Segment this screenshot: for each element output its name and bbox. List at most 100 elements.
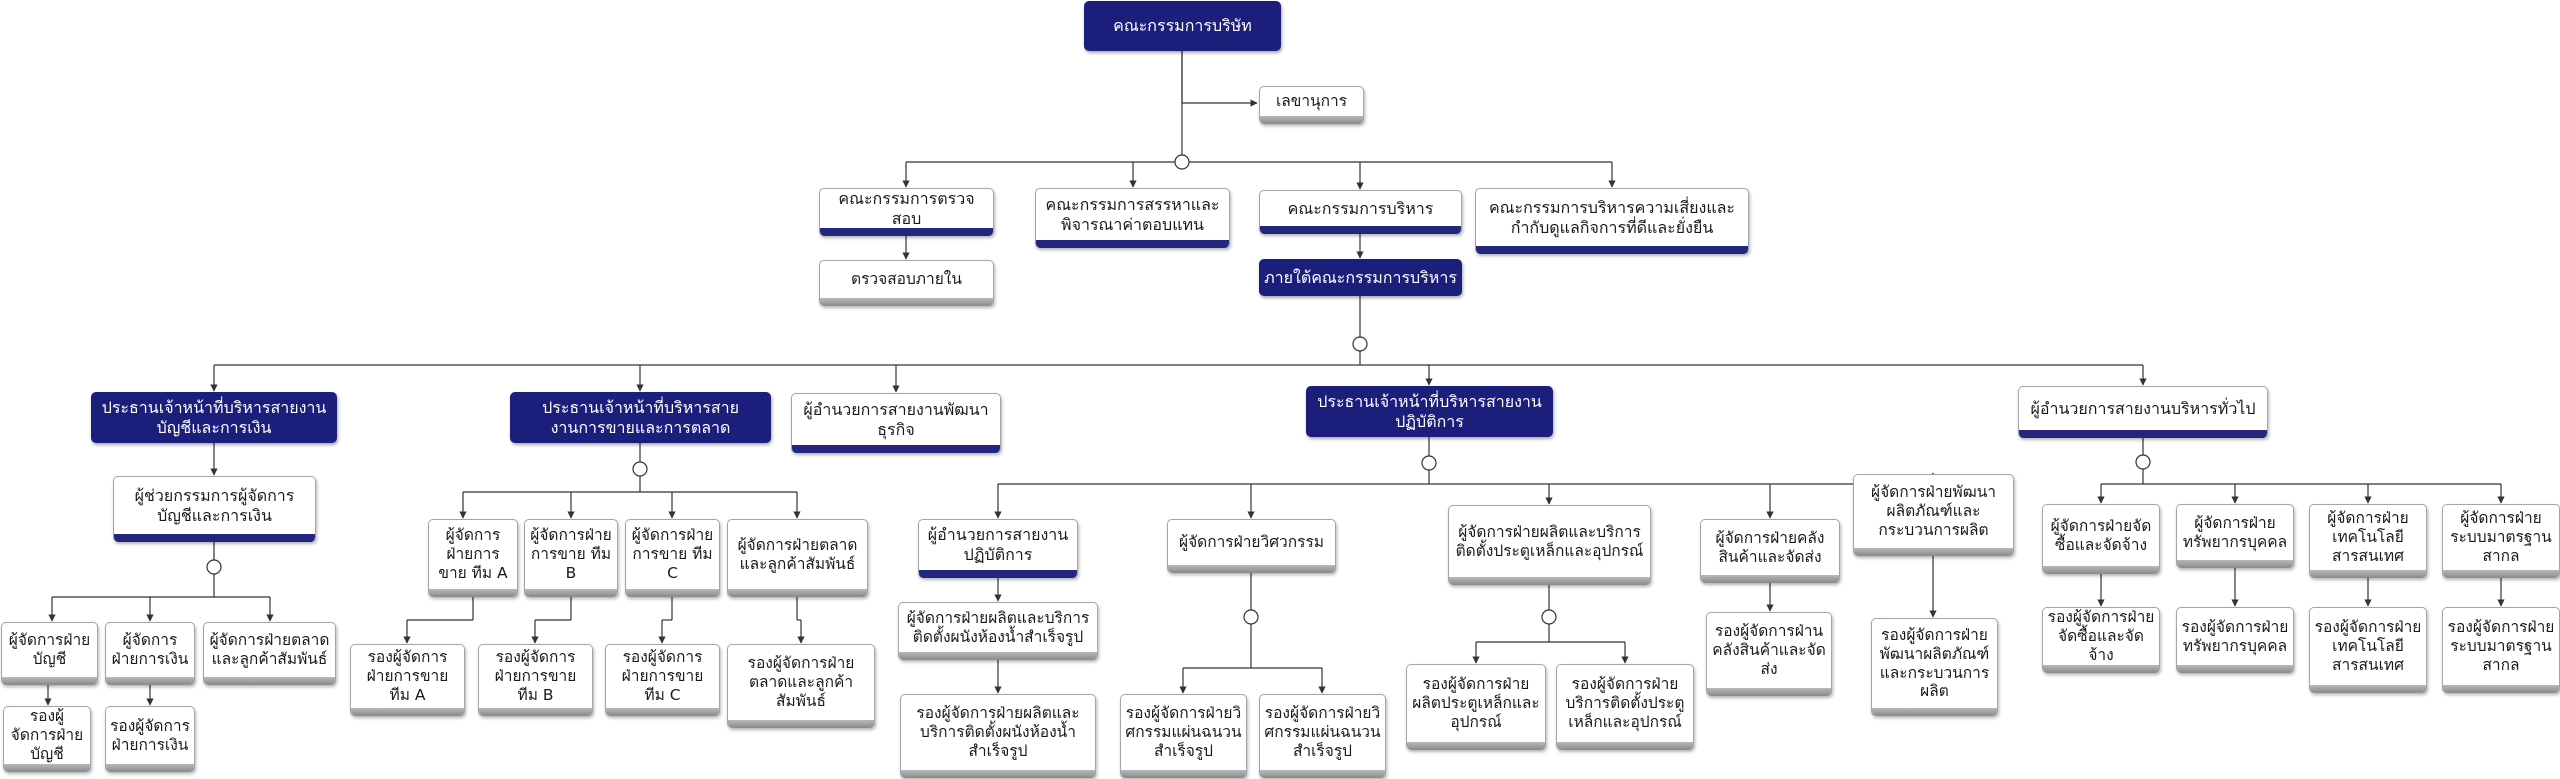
dep-steel-prod-box: รองผู้จัดการฝ่ายผลิตประตูเหล็กและอุปกรณ์ — [1406, 664, 1546, 750]
junction-circle — [206, 559, 222, 575]
risk-committee-label: คณะกรรมการบริหารความเสี่ยงและกำกับดูแลกิ… — [1488, 197, 1736, 237]
secretary-label: เลขานุการ — [1275, 92, 1348, 111]
risk-committee-box: คณะกรรมการบริหารความเสี่ยงและกำกับดูแลกิ… — [1475, 188, 1749, 254]
nomination-committee-box: คณะกรรมการสรรหาและพิจารณาค่าตอบแทน — [1035, 188, 1230, 248]
dep-acc-mgr-box: รองผู้จัดการฝ่ายบัญชี — [3, 706, 91, 772]
dep-sales-c-label: รองผู้จัดการฝ่ายการขาย ทีม C — [621, 648, 704, 704]
bd-director-box: ผู้อำนวยการสายงานพัฒนาธุรกิจ — [791, 393, 1001, 453]
dep-mkt-label: รองผู้จัดการฝ่ายตลาดและลูกค้าสัมพันธ์ — [747, 654, 855, 710]
executive-committee-label: คณะกรรมการบริหาร — [1287, 198, 1434, 218]
purchasing-mgr-box: ผู้จัดการฝ่ายจัดซื้อและจัดจ้าง — [2042, 504, 2160, 574]
admin-director-box: ผู้อำนวยการสายงานบริหารทั่วไป — [2018, 386, 2268, 438]
nomination-committee-label: คณะกรรมการสรรหาและพิจารณาค่าตอบแทน — [1045, 194, 1220, 234]
ops-director-label: ผู้อำนวยการสายงานปฏิบัติการ — [927, 525, 1069, 564]
dep-iso-label: รองผู้จัดการฝ่ายระบบมาตรฐานสากล — [2447, 618, 2555, 674]
internal-audit-box: ตรวจสอบภายใน — [819, 260, 994, 306]
it-mgr-box: ผู้จัดการฝ่ายเทคโนโลยีสารสนเทศ — [2309, 504, 2427, 578]
mkt-cust-mgr-2-label: ผู้จัดการฝ่ายตลาดและลูกค้าสัมพันธ์ — [737, 535, 858, 573]
dep-steel-prod-label: รองผู้จัดการฝ่ายผลิตประตูเหล็กและอุปกรณ์ — [1412, 675, 1540, 731]
dep-eng-2-label: รองผู้จัดการฝ่ายวิศกรรมแผ่นฉนวนสำเร็จรูป — [1264, 704, 1381, 760]
dep-fin-mgr-label: รองผู้จัดการฝ่ายการเงิน — [110, 716, 190, 754]
asst-acc-fin-box: ผู้ช่วยกรรมการผู้จัดการบัญชีและการเงิน — [113, 476, 316, 542]
dep-purchasing-label: รองผู้จัดการฝ่ายจัดซื้อและจัดจ้าง — [2047, 608, 2155, 664]
junction-circle — [632, 461, 648, 477]
dep-acc-mgr-label: รองผู้จัดการฝ่ายบัญชี — [10, 707, 84, 763]
admin-director-label: ผู้อำนวยการสายงานบริหารทั่วไป — [2030, 398, 2256, 418]
junction-circle — [1174, 154, 1190, 170]
ops-director-box: ผู้อำนวยการสายงานปฏิบัติการ — [918, 519, 1078, 578]
secretary-box: เลขานุการ — [1259, 86, 1364, 124]
mkt-cust-mgr-1-box: ผู้จัดการฝ่ายตลาดและลูกค้าสัมพันธ์ — [203, 622, 336, 685]
acc-mgr-label: ผู้จัดการฝ่ายบัญชี — [8, 631, 91, 668]
fin-mgr-label: ผู้จัดการฝ่ายการเงิน — [111, 631, 189, 668]
rnd-mgr-label: ผู้จัดการฝ่ายพัฒนาผลิตภัณฑ์และกระบวนการผ… — [1870, 483, 1997, 539]
cfo-box: ประธานเจ้าหน้าที่บริหารสายงานบัญชีและการ… — [91, 392, 337, 443]
dep-purchasing-box: รองผู้จัดการฝ่ายจัดซื้อและจัดจ้าง — [2042, 607, 2160, 673]
dep-sales-b-label: รองผู้จัดการฝ่ายการขาย ทีม B — [494, 648, 577, 704]
junction-circle — [1541, 609, 1557, 625]
steel-mgr-label: ผู้จัดการฝ่ายผลิตและบริการติดตั้งประตูเห… — [1455, 522, 1644, 560]
cso-label: ประธานเจ้าหน้าที่บริหารสายงานการขายและกา… — [542, 397, 739, 437]
bd-director-label: ผู้อำนวยการสายงานพัฒนาธุรกิจ — [803, 399, 989, 439]
rnd-mgr-box: ผู้จัดการฝ่ายพัฒนาผลิตภัณฑ์และกระบวนการผ… — [1853, 474, 2014, 556]
junction-circle — [1243, 609, 1259, 625]
dep-mkt-box: รองผู้จัดการฝ่ายตลาดและลูกค้าสัมพันธ์ — [727, 644, 875, 728]
dep-sales-b-box: รองผู้จัดการฝ่ายการขาย ทีม B — [478, 644, 593, 716]
board-label: คณะกรรมการบริษัท — [1113, 16, 1252, 36]
dep-sales-c-box: รองผู้จัดการฝ่ายการขาย ทีม C — [605, 644, 720, 716]
dep-sales-a-box: รองผู้จัดการฝ่ายการขาย ทีม A — [350, 644, 465, 716]
dep-iso-box: รองผู้จัดการฝ่ายระบบมาตรฐานสากล — [2442, 607, 2560, 693]
board-of-directors-box: คณะกรรมการบริษัท — [1084, 1, 1281, 51]
dep-steel-svc-label: รองผู้จัดการฝ่ายบริการติดตั้งประตูเหล็กแ… — [1565, 675, 1685, 731]
steel-mgr-box: ผู้จัดการฝ่ายผลิตและบริการติดตั้งประตูเห… — [1448, 505, 1651, 585]
warehouse-mgr-box: ผู้จัดการฝ่ายคลังสินค้าและจัดส่ง — [1700, 519, 1840, 583]
dep-it-box: รองผู้จัดการฝ่ายเทคโนโลยีสารสนเทศ — [2309, 607, 2427, 693]
junction-circle — [1352, 336, 1368, 352]
audit-committee-label: คณะกรรมการตรวจสอบ — [838, 188, 975, 228]
eng-mgr-label: ผู้จัดการฝ่ายวิศวกรรม — [1178, 533, 1324, 552]
iso-mgr-box: ผู้จัดการฝ่ายระบบมาตรฐานสากล — [2442, 504, 2560, 578]
dep-rnd-box: รองผู้จัดการฝ่ายพัฒนาผลิตภัณฑ์และกระบวนก… — [1871, 618, 1998, 716]
under-exec-label: ภายใต้คณะกรรมการบริหาร — [1264, 267, 1457, 287]
purchasing-mgr-label: ผู้จัดการฝ่ายจัดซื้อและจัดจ้าง — [2050, 516, 2152, 554]
audit-committee-box: คณะกรรมการตรวจสอบ — [819, 188, 994, 236]
sales-b-label: ผู้จัดการฝ่ายการขาย ทีม B — [530, 526, 612, 582]
cfo-label: ประธานเจ้าหน้าที่บริหารสายงานบัญชีและการ… — [101, 397, 327, 437]
dep-eng-1-box: รองผู้จัดการฝ่ายวิศกรรมแผ่นฉนวนสำเร็จรูป — [1120, 694, 1247, 778]
coo-label: ประธานเจ้าหน้าที่บริหารสายงานปฏิบัติการ — [1317, 391, 1542, 431]
sales-c-label: ผู้จัดการฝ่ายการขาย ทีม C — [631, 526, 714, 582]
iso-mgr-label: ผู้จัดการฝ่ายระบบมาตรฐานสากล — [2450, 509, 2552, 565]
dep-warehouse-box: รองผู้จัดการฝ่านคลังสินค้าและจัดส่ง — [1706, 612, 1832, 696]
fin-mgr-box: ผู้จัดการฝ่ายการเงิน — [105, 622, 195, 685]
dep-fin-mgr-box: รองผู้จัดการฝ่ายการเงิน — [105, 706, 195, 772]
cso-box: ประธานเจ้าหน้าที่บริหารสายงานการขายและกา… — [510, 392, 771, 443]
asst-acc-fin-label: ผู้ช่วยกรรมการผู้จัดการบัญชีและการเงิน — [134, 485, 295, 525]
warehouse-mgr-label: ผู้จัดการฝ่ายคลังสินค้าและจัดส่ง — [1715, 528, 1825, 566]
under-executive-committee-box: ภายใต้คณะกรรมการบริหาร — [1259, 259, 1462, 296]
dep-hr-label: รองผู้จัดการฝ่ายทรัพยากรบุคคล — [2181, 617, 2289, 655]
dep-it-label: รองผู้จัดการฝ่ายเทคโนโลยีสารสนเทศ — [2314, 618, 2422, 674]
mkt-cust-mgr-2-box: ผู้จัดการฝ่ายตลาดและลูกค้าสัมพันธ์ — [727, 519, 868, 597]
dep-eng-1-label: รองผู้จัดการฝ่ายวิศกรรมแผ่นฉนวนสำเร็จรูป — [1125, 704, 1242, 760]
sales-a-box: ผู้จัดการฝ่ายการขาย ทีม A — [428, 519, 518, 597]
dep-sales-a-label: รองผู้จัดการฝ่ายการขาย ทีม A — [366, 648, 449, 704]
coo-box: ประธานเจ้าหน้าที่บริหารสายงานปฏิบัติการ — [1306, 386, 1553, 437]
dep-hr-box: รองผู้จัดการฝ่ายทรัพยากรบุคคล — [2176, 607, 2294, 673]
junction-circle — [2135, 454, 2151, 470]
coldroom-mgr-label: ผู้จัดการฝ่ายผลิตและบริการติดตั้งผนังห้อ… — [906, 608, 1090, 646]
executive-committee-box: คณะกรรมการบริหาร — [1259, 190, 1462, 234]
dep-coldroom-box: รองผู้จัดการฝ่ายผลิตและบริการติดตั้งผนัง… — [900, 694, 1096, 778]
sales-b-box: ผู้จัดการฝ่ายการขาย ทีม B — [524, 519, 618, 597]
junction-circle — [1421, 455, 1437, 471]
hr-mgr-box: ผู้จัดการฝ่ายทรัพยากรบุคคล — [2176, 504, 2294, 568]
internal-audit-label: ตรวจสอบภายใน — [851, 270, 962, 289]
dep-steel-svc-box: รองผู้จัดการฝ่ายบริการติดตั้งประตูเหล็กแ… — [1556, 664, 1694, 750]
dep-warehouse-label: รองผู้จัดการฝ่านคลังสินค้าและจัดส่ง — [1712, 622, 1826, 678]
mkt-cust-mgr-1-label: ผู้จัดการฝ่ายตลาดและลูกค้าสัมพันธ์ — [209, 631, 330, 668]
coldroom-mgr-box: ผู้จัดการฝ่ายผลิตและบริการติดตั้งผนังห้อ… — [898, 602, 1098, 660]
it-mgr-label: ผู้จัดการฝ่ายเทคโนโลยีสารสนเทศ — [2327, 509, 2409, 565]
acc-mgr-box: ผู้จัดการฝ่ายบัญชี — [1, 622, 98, 685]
sales-a-label: ผู้จัดการฝ่ายการขาย ทีม A — [438, 526, 508, 582]
hr-mgr-label: ผู้จัดการฝ่ายทรัพยากรบุคคล — [2182, 513, 2288, 551]
